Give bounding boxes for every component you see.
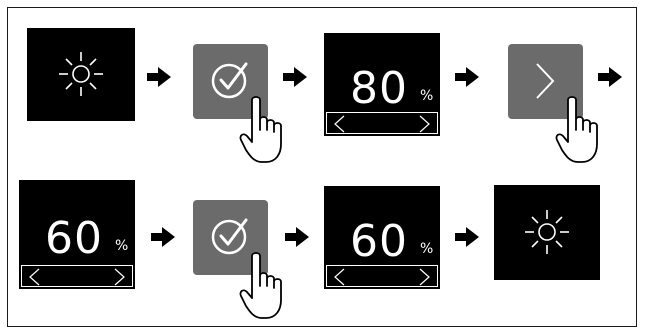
light-tile — [27, 28, 135, 121]
display-top-bar — [324, 180, 440, 186]
display-top-bar — [324, 27, 440, 33]
light-tile — [494, 185, 600, 280]
pointing-hand-icon — [239, 252, 282, 319]
chevron-left-icon[interactable] — [28, 268, 40, 286]
percentage-value: 60 — [45, 213, 103, 264]
chevron-right-icon — [536, 63, 555, 99]
percentage-display: 60 % — [324, 180, 440, 289]
right-arrow-icon — [151, 227, 175, 247]
percentage-value: 80 — [350, 63, 408, 114]
adjust-bar — [326, 265, 438, 287]
chevron-left-icon[interactable] — [333, 268, 345, 286]
percentage-unit: % — [115, 238, 129, 254]
adjust-bar — [21, 265, 133, 287]
percentage-unit: % — [420, 241, 434, 257]
percentage-unit: % — [420, 88, 434, 104]
chevron-right-icon[interactable] — [114, 268, 126, 286]
sun-light-icon — [59, 52, 103, 96]
percentage-display: 60 % — [19, 180, 135, 289]
check-circle-icon — [211, 218, 248, 255]
right-arrow-icon — [455, 67, 479, 87]
chevron-left-icon[interactable] — [333, 115, 345, 133]
chevron-right-icon[interactable] — [419, 268, 431, 286]
right-arrow-icon — [285, 227, 309, 247]
sun-light-icon — [525, 210, 569, 254]
right-arrow-icon — [147, 67, 171, 87]
percentage-value: 60 — [350, 216, 408, 267]
pointing-hand-icon — [555, 96, 598, 163]
pointing-hand-icon — [239, 96, 282, 163]
right-arrow-icon — [455, 227, 479, 247]
right-arrow-icon — [283, 67, 307, 87]
right-arrow-icon — [598, 67, 622, 87]
percentage-display: 80 % — [324, 27, 440, 136]
check-circle-icon — [211, 62, 248, 99]
chevron-right-icon[interactable] — [419, 115, 431, 133]
adjust-bar — [326, 112, 438, 134]
diagram-frame — [7, 7, 637, 327]
